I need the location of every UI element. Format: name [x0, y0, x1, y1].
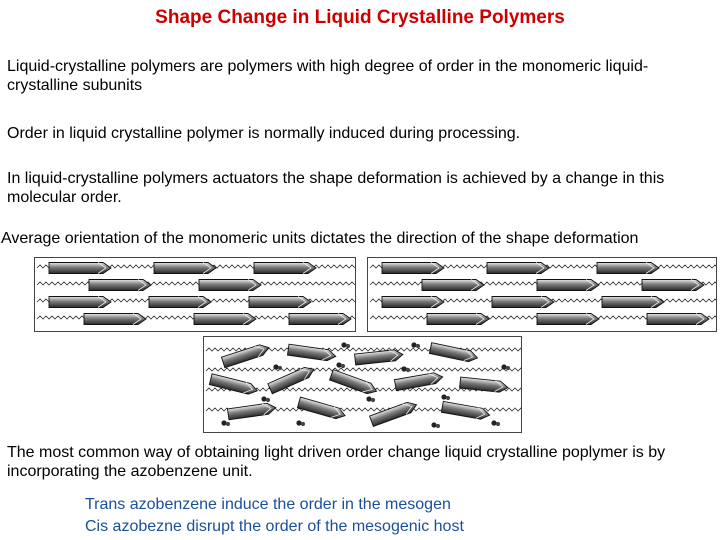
mesogen-unit — [198, 279, 262, 291]
polymer-chain — [205, 367, 521, 372]
azo-dot — [341, 342, 347, 348]
diagram-disordered — [203, 336, 522, 433]
azo-dot — [225, 421, 231, 427]
bullet-trans-azobenzene: Trans azobenzene induce the order in the… — [85, 496, 451, 513]
azo-dot — [277, 365, 283, 371]
azo-dot — [505, 365, 511, 371]
mesogen-unit — [368, 401, 418, 427]
paragraph-order-processing: Order in liquid crystalline polymer is n… — [7, 125, 521, 142]
mesogen-unit — [267, 366, 315, 395]
mesogen-unit — [426, 313, 490, 325]
mesogen-unit — [48, 262, 112, 274]
azo-dot — [296, 420, 302, 426]
mesogen-unit — [536, 313, 600, 325]
mesogen-unit — [226, 402, 277, 421]
mesogen-unit — [253, 262, 317, 274]
mesogen-unit — [48, 296, 112, 308]
mesogen-unit — [193, 313, 257, 325]
azo-dot — [501, 364, 507, 370]
mesogen-unit — [328, 369, 378, 395]
mesogen-unit — [421, 279, 485, 291]
mesogen-unit — [83, 313, 147, 325]
diagram-ordered-horizontal — [34, 257, 356, 332]
azo-dot — [366, 396, 372, 402]
mesogen-unit — [148, 296, 212, 308]
disordered-mesogen-illustration — [205, 342, 521, 429]
azo-dot — [261, 396, 267, 402]
mesogen-unit — [459, 376, 509, 393]
slide-title: Shape Change in Liquid Crystalline Polym… — [155, 7, 565, 28]
azo-dot — [491, 420, 497, 426]
mesogen-unit — [354, 349, 404, 366]
mesogen-unit — [641, 279, 705, 291]
azo-dot — [336, 362, 342, 368]
azo-dot — [265, 397, 271, 403]
azo-dot — [441, 394, 447, 400]
mesogen-unit — [208, 373, 259, 395]
paragraph-lcp-definition: Liquid-crystalline polymers are polymers… — [7, 58, 649, 94]
mesogen-unit — [536, 279, 600, 291]
mesogen-unit — [491, 296, 555, 308]
azo-dot — [273, 364, 279, 370]
mesogen-unit — [601, 296, 665, 308]
azo-dot — [431, 422, 437, 428]
mesogen-unit — [381, 296, 445, 308]
azo-dot — [340, 363, 346, 369]
mesogen-unit — [440, 400, 491, 420]
mesogen-unit — [646, 313, 710, 325]
mesogen-unit — [286, 343, 337, 362]
mesogen-unit — [220, 344, 270, 369]
mesogen-unit — [88, 279, 152, 291]
azo-dot — [445, 395, 451, 401]
mesogen-unit — [428, 342, 479, 363]
mesogen-unit — [296, 396, 346, 420]
ordered-mesogen-illustration-alt — [369, 262, 716, 325]
mesogen-unit — [248, 296, 312, 308]
azo-dot — [221, 420, 227, 426]
mesogen-unit — [153, 262, 217, 274]
paragraph-average-orientation: Average orientation of the monomeric uni… — [1, 230, 639, 247]
mesogen-unit — [596, 262, 660, 274]
mesogen-unit — [288, 313, 352, 325]
azo-dot — [405, 367, 411, 373]
paragraph-actuator-shape: In liquid-crystalline polymers actuators… — [7, 170, 665, 206]
azo-dot — [300, 421, 306, 427]
polymer-chain — [36, 281, 355, 286]
bullet-cis-azobenzene: Cis azobezne disrupt the order of the me… — [85, 518, 464, 535]
azo-dot — [435, 423, 441, 429]
ordered-mesogen-illustration — [36, 262, 355, 325]
mesogen-unit — [393, 372, 444, 392]
azo-dot — [370, 397, 376, 403]
azo-dot — [415, 343, 421, 349]
mesogen-unit — [381, 262, 445, 274]
azo-dot — [495, 421, 501, 427]
azo-dot — [345, 343, 351, 349]
paragraph-azobenzene: The most common way of obtaining light d… — [7, 444, 666, 480]
diagram-ordered-shifted — [367, 257, 717, 332]
azo-dot — [411, 342, 417, 348]
azo-dot — [401, 366, 407, 372]
mesogen-unit — [486, 262, 550, 274]
